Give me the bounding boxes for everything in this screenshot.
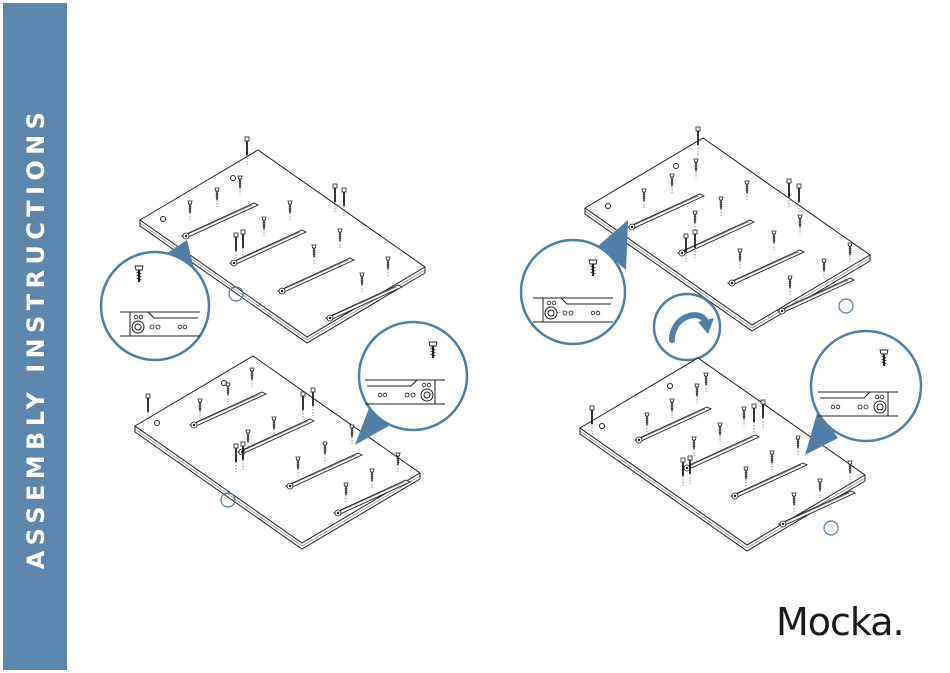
step-bottom-right-illustration — [580, 331, 921, 551]
step-top-right-illustration — [521, 127, 870, 360]
mocka-logo: Mocka. — [776, 600, 904, 644]
step-top-left-illustration — [101, 137, 425, 360]
step-bottom-left-illustration — [135, 322, 467, 549]
